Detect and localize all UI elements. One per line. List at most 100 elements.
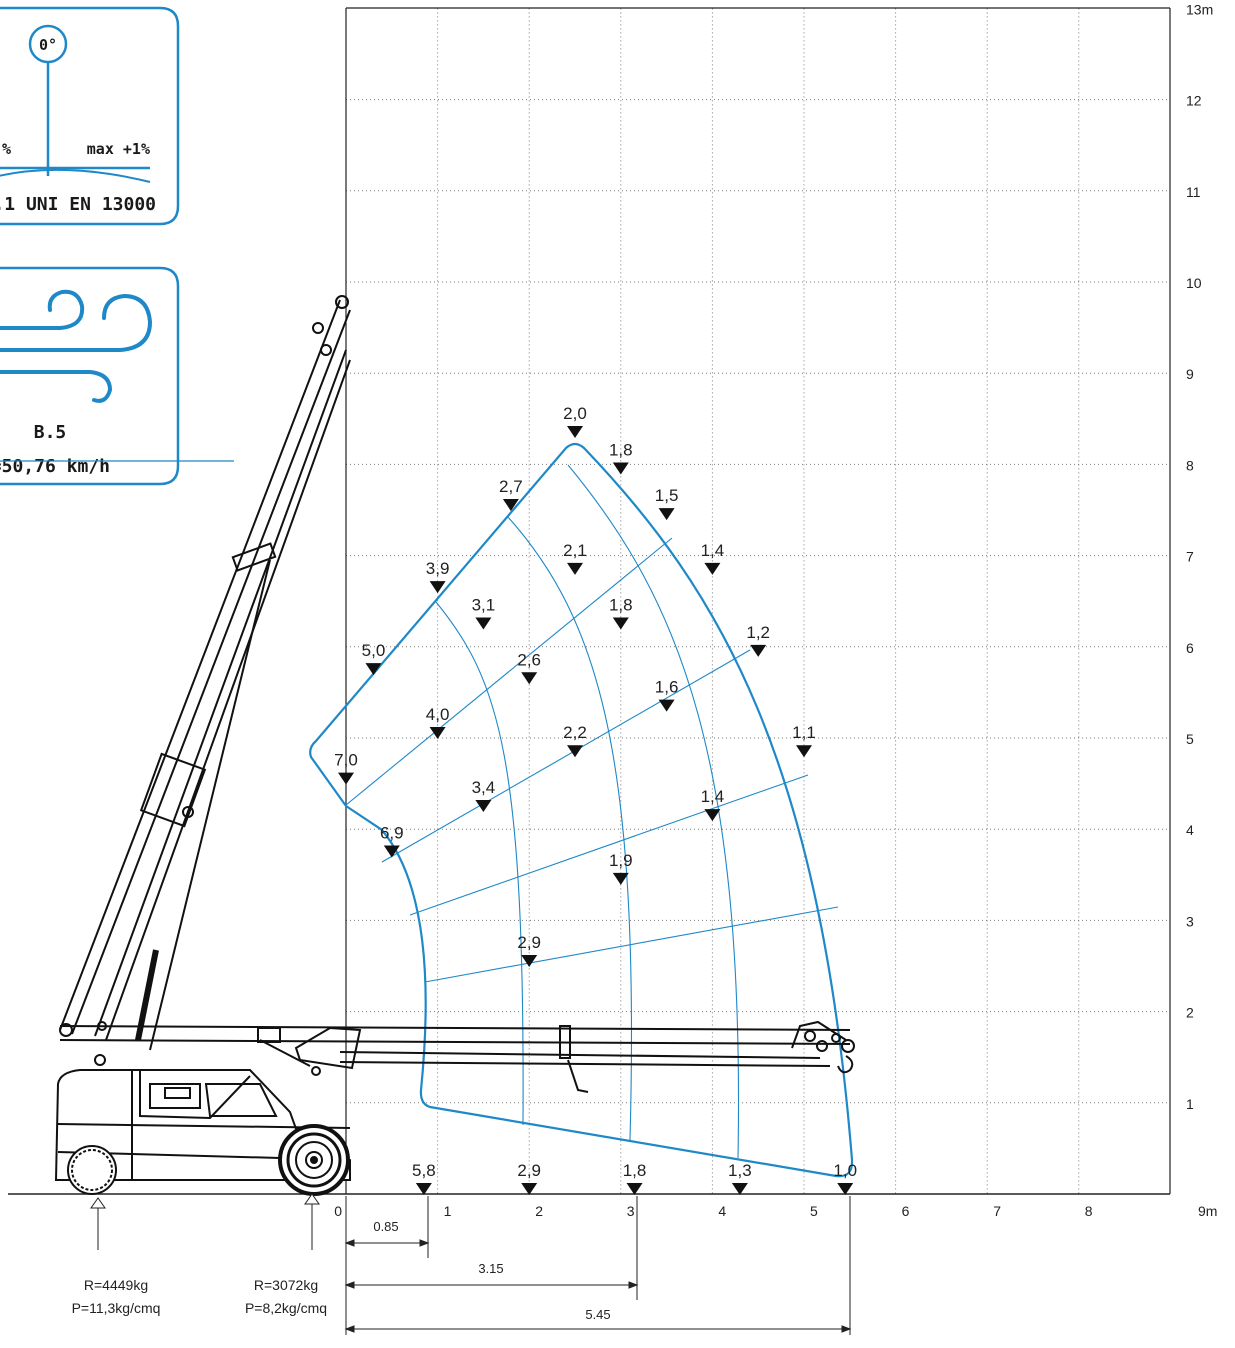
reaction-arrows <box>90 1193 320 1250</box>
y-tick-label: 8 <box>1186 457 1194 473</box>
x-tick-label: 6 <box>902 1203 910 1219</box>
x-tick-label: 2 <box>535 1203 543 1219</box>
load-value: 5,0 <box>362 641 386 660</box>
load-marker <box>612 462 629 475</box>
load-value: 2,0 <box>563 404 587 423</box>
dimension-label: 3.15 <box>478 1261 503 1276</box>
load-marker <box>837 1183 854 1195</box>
load-value: 2,9 <box>517 933 541 952</box>
load-marker <box>429 727 446 739</box>
wind-badge-frame <box>0 266 180 486</box>
axes <box>8 7 1171 1195</box>
wind-class-value: B.5 <box>34 422 67 443</box>
load-value: 1,9 <box>609 851 633 870</box>
load-marker <box>658 699 675 712</box>
load-marker <box>612 617 629 630</box>
load-value: 1,8 <box>623 1161 647 1180</box>
load-value: 1,3 <box>728 1161 752 1180</box>
dim-arrow <box>344 1325 355 1333</box>
load-value: 1,6 <box>655 678 679 697</box>
load-marker <box>383 845 400 858</box>
load-value: 3,4 <box>472 778 496 797</box>
load-marker <box>750 644 767 657</box>
load-marker <box>796 745 812 758</box>
rear-wheel <box>67 1145 117 1195</box>
reaction-force-front: R=3072kg <box>254 1277 318 1293</box>
load-value: 1,1 <box>792 723 816 742</box>
load-value: 6,9 <box>380 824 404 843</box>
load-value: 5,8 <box>412 1161 436 1180</box>
load-marker <box>626 1183 643 1195</box>
horizontal-boom <box>59 1020 855 1093</box>
front-wheel <box>278 1124 350 1196</box>
y-tick-label: 13m <box>1186 1 1213 17</box>
reaction-pressure-rear: P=11,3kg/cmq <box>72 1300 161 1316</box>
load-marker <box>429 581 446 594</box>
tilt-badge-frame <box>0 6 180 226</box>
level-tilt-curve <box>0 168 151 183</box>
load-marker <box>658 508 675 521</box>
load-marker <box>521 672 538 685</box>
y-tick-label: 9 <box>1186 366 1194 382</box>
y-tick-label: 2 <box>1186 1005 1194 1021</box>
x-tick-label: 5 <box>810 1203 818 1219</box>
load-value: 1,4 <box>701 541 725 560</box>
load-marker <box>475 799 492 812</box>
load-marker <box>704 562 721 575</box>
tilt-badge: 0° % max +1% 6.1 UNI EN 13000 <box>0 6 180 226</box>
y-tick-label: 7 <box>1186 549 1194 565</box>
x-tick-label: 0 <box>334 1203 342 1219</box>
load-value: 2,2 <box>563 723 587 742</box>
dim-arrow <box>419 1239 430 1247</box>
load-value: 1,8 <box>609 596 633 615</box>
load-marker <box>415 1183 432 1195</box>
reaction-arrow-head <box>90 1197 106 1209</box>
x-tick-label: 9m <box>1198 1203 1217 1219</box>
tilt-min-label: % <box>2 140 11 158</box>
tilt-angle-value: 0° <box>39 36 57 54</box>
radial-line <box>409 774 809 916</box>
load-marker <box>338 772 354 785</box>
x-tick-label: 1 <box>444 1203 452 1219</box>
load-value: 1,4 <box>701 787 725 806</box>
dimension-label: 5.45 <box>585 1307 610 1322</box>
load-marker <box>567 745 583 758</box>
load-marker <box>502 499 519 511</box>
arc-line <box>435 601 524 1126</box>
x-tick-label: 8 <box>1085 1203 1093 1219</box>
load-marker <box>521 1183 538 1195</box>
y-tick-label: 12 <box>1186 93 1202 109</box>
crane-drawing <box>54 295 855 1196</box>
dim-arrow <box>841 1325 852 1333</box>
reaction-arrow-head <box>304 1193 320 1205</box>
reaction-force-rear: R=4449kg <box>84 1277 148 1293</box>
load-marker <box>567 426 583 439</box>
load-value: 2,7 <box>499 477 523 496</box>
load-marker <box>704 809 721 822</box>
load-value: 1,2 <box>746 623 770 642</box>
y-tick-label: 11 <box>1186 184 1201 200</box>
envelope-outline <box>309 442 854 1178</box>
load-marker <box>365 663 382 676</box>
load-value: 4,0 <box>426 705 450 724</box>
dim-arrow <box>344 1281 355 1289</box>
load-marker <box>521 955 538 967</box>
dimension-label: 0.85 <box>373 1219 398 1234</box>
tilt-max-label: max +1% <box>87 140 150 158</box>
y-tick-label: 10 <box>1186 275 1202 291</box>
dim-arrow <box>628 1281 639 1289</box>
wind-badge: B.5 =50,76 km/h <box>0 266 234 486</box>
x-tick-label: 4 <box>718 1203 726 1219</box>
wind-speed-value: =50,76 km/h <box>0 456 110 477</box>
radial-line <box>424 906 839 983</box>
y-tick-label: 6 <box>1186 640 1194 656</box>
load-value: 1,0 <box>833 1161 857 1180</box>
load-value: 7,0 <box>334 751 358 770</box>
load-value: 3,1 <box>472 596 496 615</box>
load-marker <box>475 617 492 630</box>
